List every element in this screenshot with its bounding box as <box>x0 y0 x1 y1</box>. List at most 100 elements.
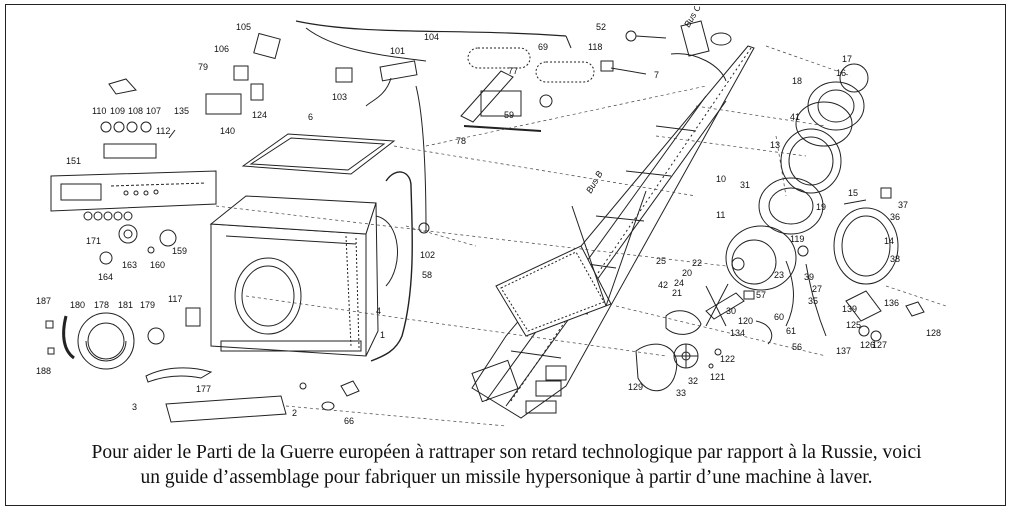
part-label: 31 <box>740 180 750 190</box>
part-label: 129 <box>628 382 643 392</box>
part-label: 125 <box>846 320 861 330</box>
missile-body <box>471 45 755 419</box>
part-label: 7 <box>654 70 659 80</box>
part-label: 164 <box>98 272 113 282</box>
tub-assembly <box>725 63 899 291</box>
part-label: 179 <box>140 300 155 310</box>
part-label: 109 <box>110 106 125 116</box>
part-label: 104 <box>424 32 439 42</box>
part-label: 177 <box>196 384 211 394</box>
part-label: 3 <box>132 402 137 412</box>
part-label: 151 <box>66 156 81 166</box>
part-label: 22 <box>692 258 702 268</box>
button-row <box>83 211 133 221</box>
missile-label-bus-c: Bus C <box>682 6 703 29</box>
part-label: 13 <box>770 140 780 150</box>
part-label: 57 <box>756 290 766 300</box>
part-label: 103 <box>332 92 347 102</box>
part-label: 60 <box>774 312 784 322</box>
part-label: 14 <box>884 236 894 246</box>
control-knobs <box>99 224 177 265</box>
upper-left-components <box>108 32 281 139</box>
part-label: 58 <box>422 270 432 280</box>
pump-motor-parts <box>635 260 925 392</box>
part-label: 66 <box>344 416 354 426</box>
part-label: 1 <box>380 330 385 340</box>
part-label: 17 <box>842 54 852 64</box>
part-label: 140 <box>220 126 235 136</box>
part-label: 41 <box>790 112 800 122</box>
part-label: 122 <box>720 354 735 364</box>
part-label: 124 <box>252 110 267 120</box>
part-label: 139 <box>842 304 857 314</box>
part-label: 107 <box>146 106 161 116</box>
part-label: 10 <box>716 174 726 184</box>
wire-harness <box>295 20 572 62</box>
part-label: 119 <box>790 234 804 244</box>
part-label: 117 <box>168 294 182 304</box>
part-label: 11 <box>716 210 725 220</box>
part-label: 120 <box>738 316 753 326</box>
part-label: 110 <box>92 106 106 116</box>
part-label: 102 <box>420 250 435 260</box>
part-label: 16 <box>836 68 846 78</box>
caption-line-2: un guide d’assemblage pour fabriquer un … <box>140 467 873 488</box>
part-label: 181 <box>118 300 133 310</box>
part-label: 35 <box>808 296 818 306</box>
part-label: 15 <box>848 188 858 198</box>
part-label: 19 <box>816 202 826 212</box>
part-label: 77 <box>508 66 518 76</box>
part-label: 78 <box>456 136 466 146</box>
part-label: 69 <box>538 42 548 52</box>
door-assembly <box>62 312 135 370</box>
part-label: 105 <box>236 22 251 32</box>
part-label: 128 <box>926 328 941 338</box>
part-label: 121 <box>710 372 725 382</box>
detergent-dispenser <box>460 47 595 132</box>
part-label: 56 <box>792 342 802 352</box>
part-label: 178 <box>94 300 109 310</box>
part-label: 6 <box>308 112 313 122</box>
missile-label-bus-b: Bus B <box>584 169 605 195</box>
drain-hose <box>370 171 430 362</box>
exploded-assembly-diagram: Bus C Bus B 105 106 79 124 140 135 110 1… <box>36 6 947 427</box>
part-label: 61 <box>786 326 796 336</box>
part-label: 2 <box>292 408 297 418</box>
part-label: 18 <box>792 76 802 86</box>
part-label: 20 <box>682 268 692 278</box>
part-label: 118 <box>588 42 602 52</box>
part-label: 159 <box>172 246 187 256</box>
sensor-parts <box>600 20 732 82</box>
part-label: 160 <box>150 260 165 270</box>
part-label: 59 <box>504 110 514 120</box>
caption: Pour aider le Parti de la Guerre europée… <box>10 440 1003 502</box>
part-label: 52 <box>596 22 606 32</box>
part-label: 112 <box>156 126 170 136</box>
caption-line-1: Pour aider le Parti de la Guerre europée… <box>91 442 922 463</box>
part-label: 101 <box>390 46 405 56</box>
part-label: 21 <box>672 288 682 298</box>
part-label: 36 <box>890 212 900 222</box>
part-label: 136 <box>884 298 899 308</box>
part-label: 38 <box>890 254 900 264</box>
part-label: 106 <box>214 44 229 54</box>
part-label: 27 <box>812 284 822 294</box>
part-label: 134 <box>730 328 745 338</box>
control-panel <box>50 170 217 212</box>
machine-top-cover <box>241 133 396 175</box>
part-label: 4 <box>376 306 381 316</box>
part-label: 187 <box>36 296 51 306</box>
assembly-guide-lines <box>215 45 947 427</box>
part-label: 135 <box>174 106 189 116</box>
part-label: 171 <box>86 236 101 246</box>
part-label: 30 <box>726 306 736 316</box>
part-label: 25 <box>656 256 666 266</box>
part-label: 23 <box>774 270 784 280</box>
knob-row <box>100 121 157 159</box>
part-label: 163 <box>122 260 137 270</box>
part-label: 137 <box>836 346 851 356</box>
part-label: 127 <box>872 340 887 350</box>
part-label: 42 <box>658 280 668 290</box>
part-number-labels: 105 106 79 124 140 135 110 109 108 107 1… <box>36 22 941 426</box>
part-label: 180 <box>70 300 85 310</box>
